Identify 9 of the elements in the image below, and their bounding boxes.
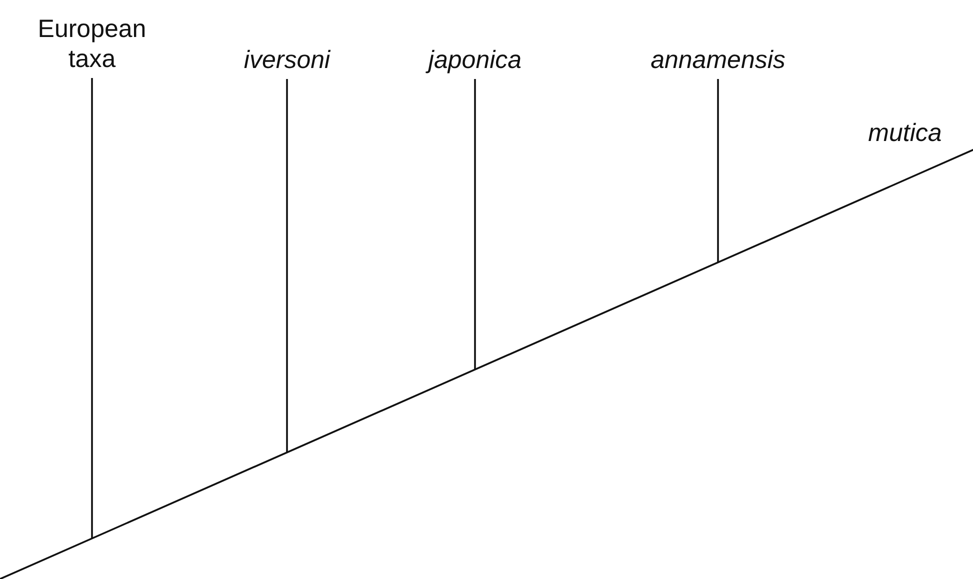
branch-line [717, 79, 719, 262]
branch-line [286, 79, 288, 452]
branch-line [474, 79, 476, 370]
taxon-label: iversoni [222, 45, 352, 75]
taxon-label: japonica [410, 45, 540, 75]
taxon-label: mutica [855, 118, 955, 148]
branch-line [91, 78, 93, 538]
taxon-label: annamensis [638, 45, 798, 75]
taxon-label: European taxa [27, 14, 157, 74]
